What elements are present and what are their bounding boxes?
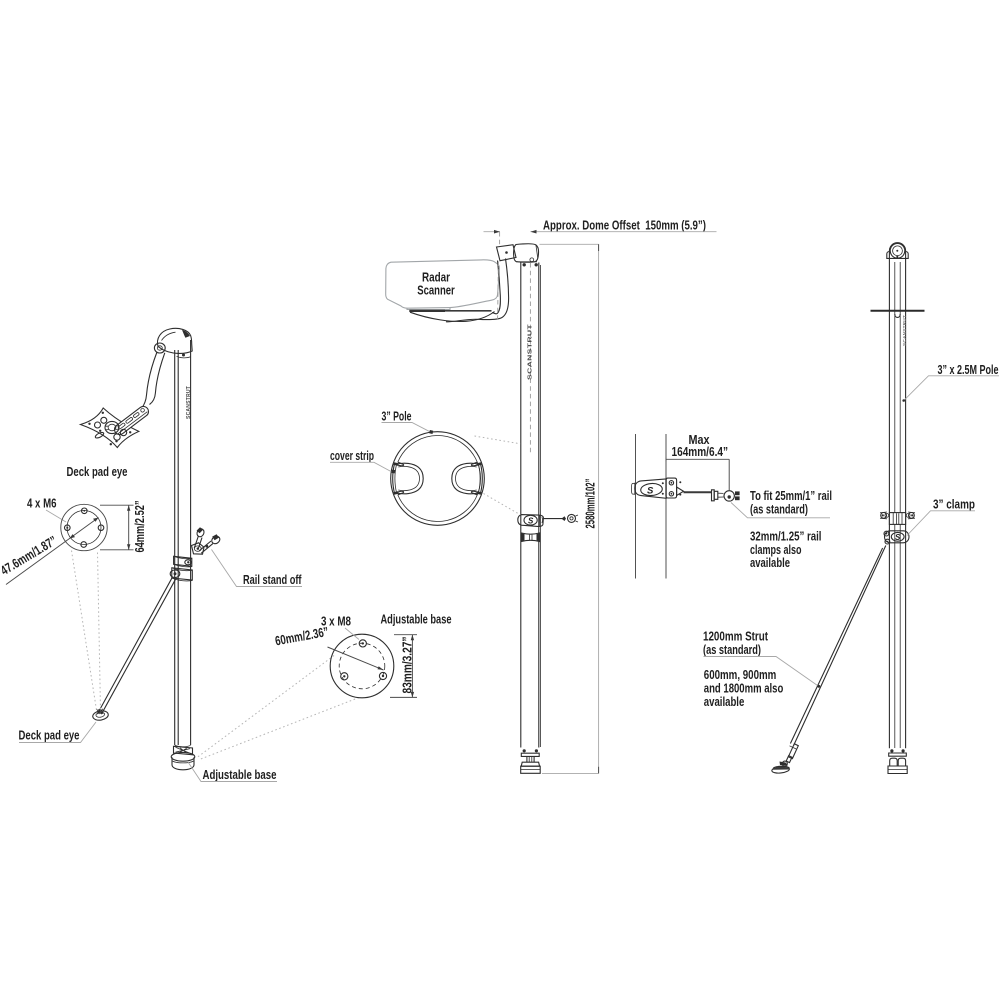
svg-text:4 x M6: 4 x M6 xyxy=(27,496,57,511)
svg-text:32mm/1.25” rail: 32mm/1.25” rail xyxy=(750,529,822,544)
svg-text:Rail stand off: Rail stand off xyxy=(243,572,302,587)
svg-text:SCANSTRUT: SCANSTRUT xyxy=(902,315,907,346)
svg-text:600mm, 900mm: 600mm, 900mm xyxy=(704,667,777,682)
svg-text:available: available xyxy=(704,694,745,709)
svg-text:Adjustable base: Adjustable base xyxy=(381,612,452,627)
svg-text:S: S xyxy=(528,516,534,525)
svg-text:cover strip: cover strip xyxy=(330,448,374,463)
svg-text:Max: Max xyxy=(689,432,711,447)
svg-text:3” Pole: 3” Pole xyxy=(382,409,412,424)
svg-text:Approx. Dome Offset 150mm (5.: Approx. Dome Offset 150mm (5.9”) xyxy=(543,218,706,233)
svg-text:1200mm Strut: 1200mm Strut xyxy=(703,629,768,644)
svg-text:To fit 25mm/1” rail: To fit 25mm/1” rail xyxy=(750,488,832,503)
svg-text:S: S xyxy=(647,485,654,496)
svg-text:Deck pad eye: Deck pad eye xyxy=(67,464,128,479)
svg-text:clamps also: clamps also xyxy=(750,542,802,557)
svg-text:(as standard): (as standard) xyxy=(750,502,808,517)
svg-text:Scanner: Scanner xyxy=(417,283,455,298)
svg-text:3” x 2.5M Pole: 3” x 2.5M Pole xyxy=(938,362,999,377)
svg-text:Adjustable base: Adjustable base xyxy=(203,767,277,782)
svg-text:available: available xyxy=(750,555,790,570)
svg-text:SCANSTRUT: SCANSTRUT xyxy=(527,323,533,380)
svg-text:3” clamp: 3” clamp xyxy=(933,497,975,512)
svg-text:(as standard): (as standard) xyxy=(703,642,761,657)
svg-text:2580mm/102”: 2580mm/102” xyxy=(583,479,598,529)
svg-text:83mm/3.27”: 83mm/3.27” xyxy=(400,637,415,694)
svg-text:SCANSTRUT: SCANSTRUT xyxy=(186,386,192,419)
svg-text:64mm/2.52”: 64mm/2.52” xyxy=(132,501,147,553)
svg-text:S: S xyxy=(895,533,901,542)
svg-text:164mm/6.4”: 164mm/6.4” xyxy=(672,444,729,459)
svg-text:Deck pad eye: Deck pad eye xyxy=(19,728,80,743)
svg-text:Radar: Radar xyxy=(422,270,450,285)
svg-text:3 x M8: 3 x M8 xyxy=(321,614,351,629)
svg-text:and 1800mm also: and 1800mm also xyxy=(704,681,784,696)
